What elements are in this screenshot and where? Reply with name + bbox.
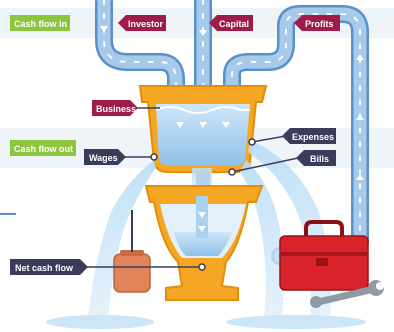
- puddle-right: [226, 315, 366, 329]
- bills-text: Bills: [310, 154, 329, 164]
- bills-label: Bills: [296, 150, 336, 166]
- net-cash-flow-label: Net cash flow: [10, 259, 88, 275]
- puddle-left: [46, 315, 154, 329]
- net-cash-flow-text: Net cash flow: [15, 263, 74, 273]
- profits-label: Profits: [294, 15, 340, 31]
- net-cash-flow-tank: [146, 186, 262, 300]
- expenses-text: Expenses: [292, 132, 334, 142]
- wages-text: Wages: [89, 153, 118, 163]
- profits-text: Profits: [305, 19, 334, 29]
- business-text: Business: [96, 104, 136, 114]
- cash-flow-out-text: Cash flow out: [14, 144, 73, 154]
- capital-label: Capital: [209, 15, 253, 31]
- investor-text: Investor: [128, 19, 164, 29]
- wages-label: Wages: [84, 149, 126, 165]
- bills-stream: [240, 160, 284, 318]
- cash-flow-out-label: Cash flow out: [10, 140, 76, 156]
- investor-label: Investor: [118, 15, 166, 31]
- wages-stream: [88, 160, 156, 318]
- business-tank: [140, 86, 266, 172]
- cash-flow-in-label: Cash flow in: [10, 15, 70, 31]
- business-label: Business: [92, 100, 138, 116]
- expenses-label: Expenses: [282, 128, 336, 144]
- capital-text: Capital: [219, 19, 249, 29]
- cash-flow-in-text: Cash flow in: [14, 19, 67, 29]
